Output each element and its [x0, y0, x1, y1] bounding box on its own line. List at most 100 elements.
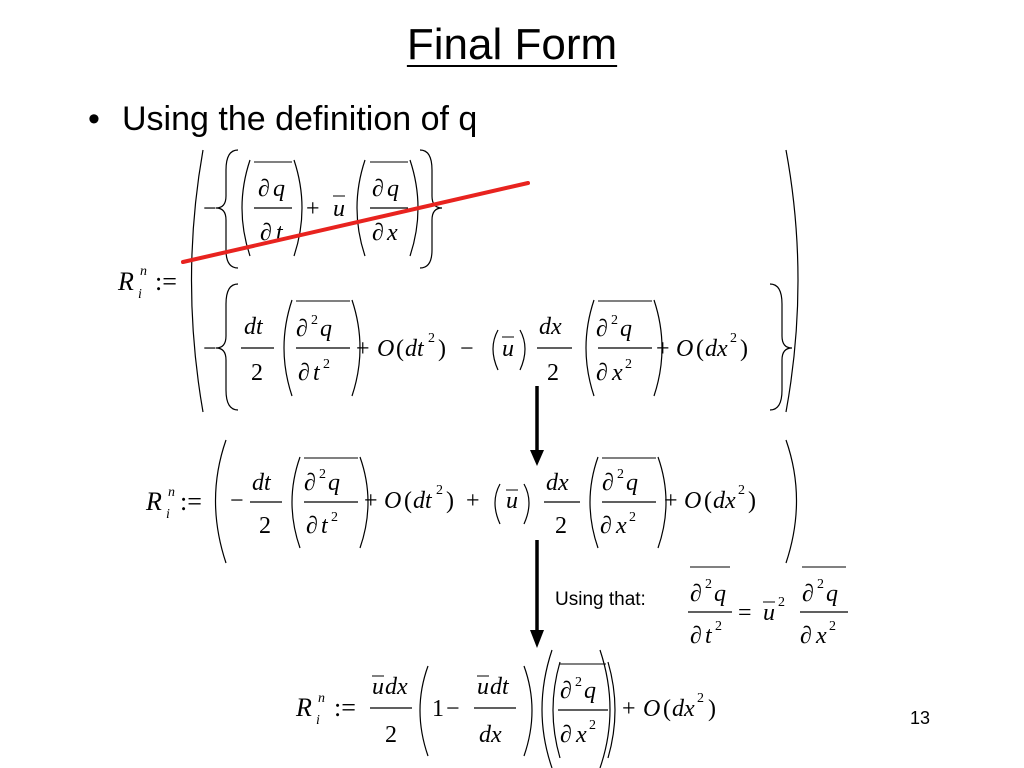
- svg-text:dx: dx: [539, 314, 562, 340]
- svg-text:u: u: [763, 600, 775, 626]
- bullet-item: •Using the definition of q: [88, 100, 477, 139]
- svg-text:x: x: [386, 220, 398, 246]
- svg-text:dt: dt: [244, 314, 264, 340]
- svg-text:(: (: [696, 336, 704, 362]
- slide-title: Final Form: [406, 20, 618, 69]
- svg-text:∂: ∂: [260, 220, 272, 246]
- svg-text:∂: ∂: [596, 316, 608, 342]
- svg-text:): ): [446, 488, 454, 514]
- svg-text:−: −: [446, 696, 460, 722]
- svg-text:O: O: [384, 488, 401, 514]
- svg-text:2: 2: [778, 595, 785, 610]
- svg-text::=: :=: [180, 487, 202, 516]
- svg-text:R: R: [117, 267, 134, 296]
- svg-text:2: 2: [715, 619, 722, 634]
- svg-text:∂: ∂: [306, 513, 318, 539]
- svg-text:2: 2: [385, 722, 397, 748]
- svg-text:u: u: [372, 674, 384, 700]
- svg-text:∂: ∂: [296, 316, 308, 342]
- svg-text:+: +: [356, 336, 370, 362]
- svg-text:): ): [708, 696, 716, 722]
- svg-text:∂: ∂: [304, 470, 316, 496]
- svg-text:2: 2: [575, 675, 582, 690]
- svg-text:dx: dx: [672, 696, 695, 722]
- svg-text:u: u: [502, 336, 514, 362]
- svg-text:): ): [740, 336, 748, 362]
- svg-text:O: O: [643, 696, 660, 722]
- svg-text:i: i: [138, 287, 142, 302]
- strikethrough-line: [181, 181, 530, 264]
- svg-text:∂: ∂: [560, 678, 572, 704]
- svg-text:u: u: [477, 674, 489, 700]
- svg-text:2: 2: [323, 357, 330, 372]
- svg-text:2: 2: [436, 483, 443, 498]
- svg-text:∂: ∂: [258, 176, 270, 202]
- svg-text:2: 2: [589, 718, 596, 733]
- svg-text:n: n: [168, 485, 175, 500]
- svg-text:+: +: [466, 488, 480, 514]
- svg-text:−: −: [203, 336, 217, 362]
- svg-text:dt: dt: [490, 674, 510, 700]
- svg-text:x: x: [611, 360, 623, 386]
- svg-text:2: 2: [617, 467, 624, 482]
- svg-text:u: u: [333, 196, 345, 222]
- using-that-label: Using that:: [555, 589, 646, 610]
- svg-text:t: t: [321, 513, 329, 539]
- bullet-text: Using the definition of q: [122, 100, 478, 138]
- svg-text:2: 2: [547, 360, 559, 386]
- svg-text:q: q: [584, 678, 596, 704]
- svg-text:2: 2: [629, 510, 636, 525]
- svg-text:q: q: [387, 176, 399, 202]
- svg-text:dx: dx: [705, 336, 728, 362]
- equation-1: R n i := − ∂q ∂t + u ∂q ∂x − dt 2: [117, 149, 799, 413]
- svg-text:x: x: [575, 722, 587, 748]
- svg-text:q: q: [826, 581, 838, 607]
- svg-text:u: u: [506, 488, 518, 514]
- svg-text:2: 2: [428, 331, 435, 346]
- svg-text:+: +: [364, 488, 378, 514]
- svg-text:2: 2: [331, 510, 338, 525]
- svg-text:(: (: [704, 488, 712, 514]
- svg-text:O: O: [676, 336, 693, 362]
- svg-text:∂: ∂: [802, 581, 814, 607]
- svg-text:q: q: [620, 316, 632, 342]
- svg-text:∂: ∂: [602, 470, 614, 496]
- svg-text:−: −: [230, 488, 244, 514]
- down-arrow-2: [530, 540, 544, 648]
- svg-text:dt: dt: [252, 470, 272, 496]
- svg-text:(: (: [396, 336, 404, 362]
- svg-text:t: t: [276, 220, 284, 246]
- svg-text:q: q: [328, 470, 340, 496]
- svg-text:dx: dx: [713, 488, 736, 514]
- svg-text:): ): [438, 336, 446, 362]
- svg-text:2: 2: [251, 360, 263, 386]
- svg-text:−: −: [460, 336, 474, 362]
- svg-text:∂: ∂: [596, 360, 608, 386]
- svg-text:i: i: [316, 713, 320, 728]
- svg-text:∂: ∂: [372, 176, 384, 202]
- svg-text:O: O: [684, 488, 701, 514]
- svg-text:dx: dx: [479, 722, 502, 748]
- svg-text:R: R: [145, 487, 162, 516]
- svg-text:dt: dt: [405, 336, 425, 362]
- svg-text:dx: dx: [385, 674, 408, 700]
- svg-text:dt: dt: [413, 488, 433, 514]
- svg-text:q: q: [626, 470, 638, 496]
- svg-text:2: 2: [738, 483, 745, 498]
- svg-text:∂: ∂: [690, 623, 702, 649]
- svg-text:2: 2: [311, 313, 318, 328]
- svg-text:n: n: [318, 691, 325, 706]
- page-number: 13: [910, 708, 931, 728]
- svg-text:2: 2: [817, 577, 824, 592]
- svg-text:t: t: [313, 360, 321, 386]
- svg-text:2: 2: [555, 513, 567, 539]
- svg-text::=: :=: [334, 693, 356, 722]
- svg-text:q: q: [273, 176, 285, 202]
- svg-text:x: x: [815, 623, 827, 649]
- svg-text:2: 2: [829, 619, 836, 634]
- svg-text:∂: ∂: [298, 360, 310, 386]
- svg-text:): ): [748, 488, 756, 514]
